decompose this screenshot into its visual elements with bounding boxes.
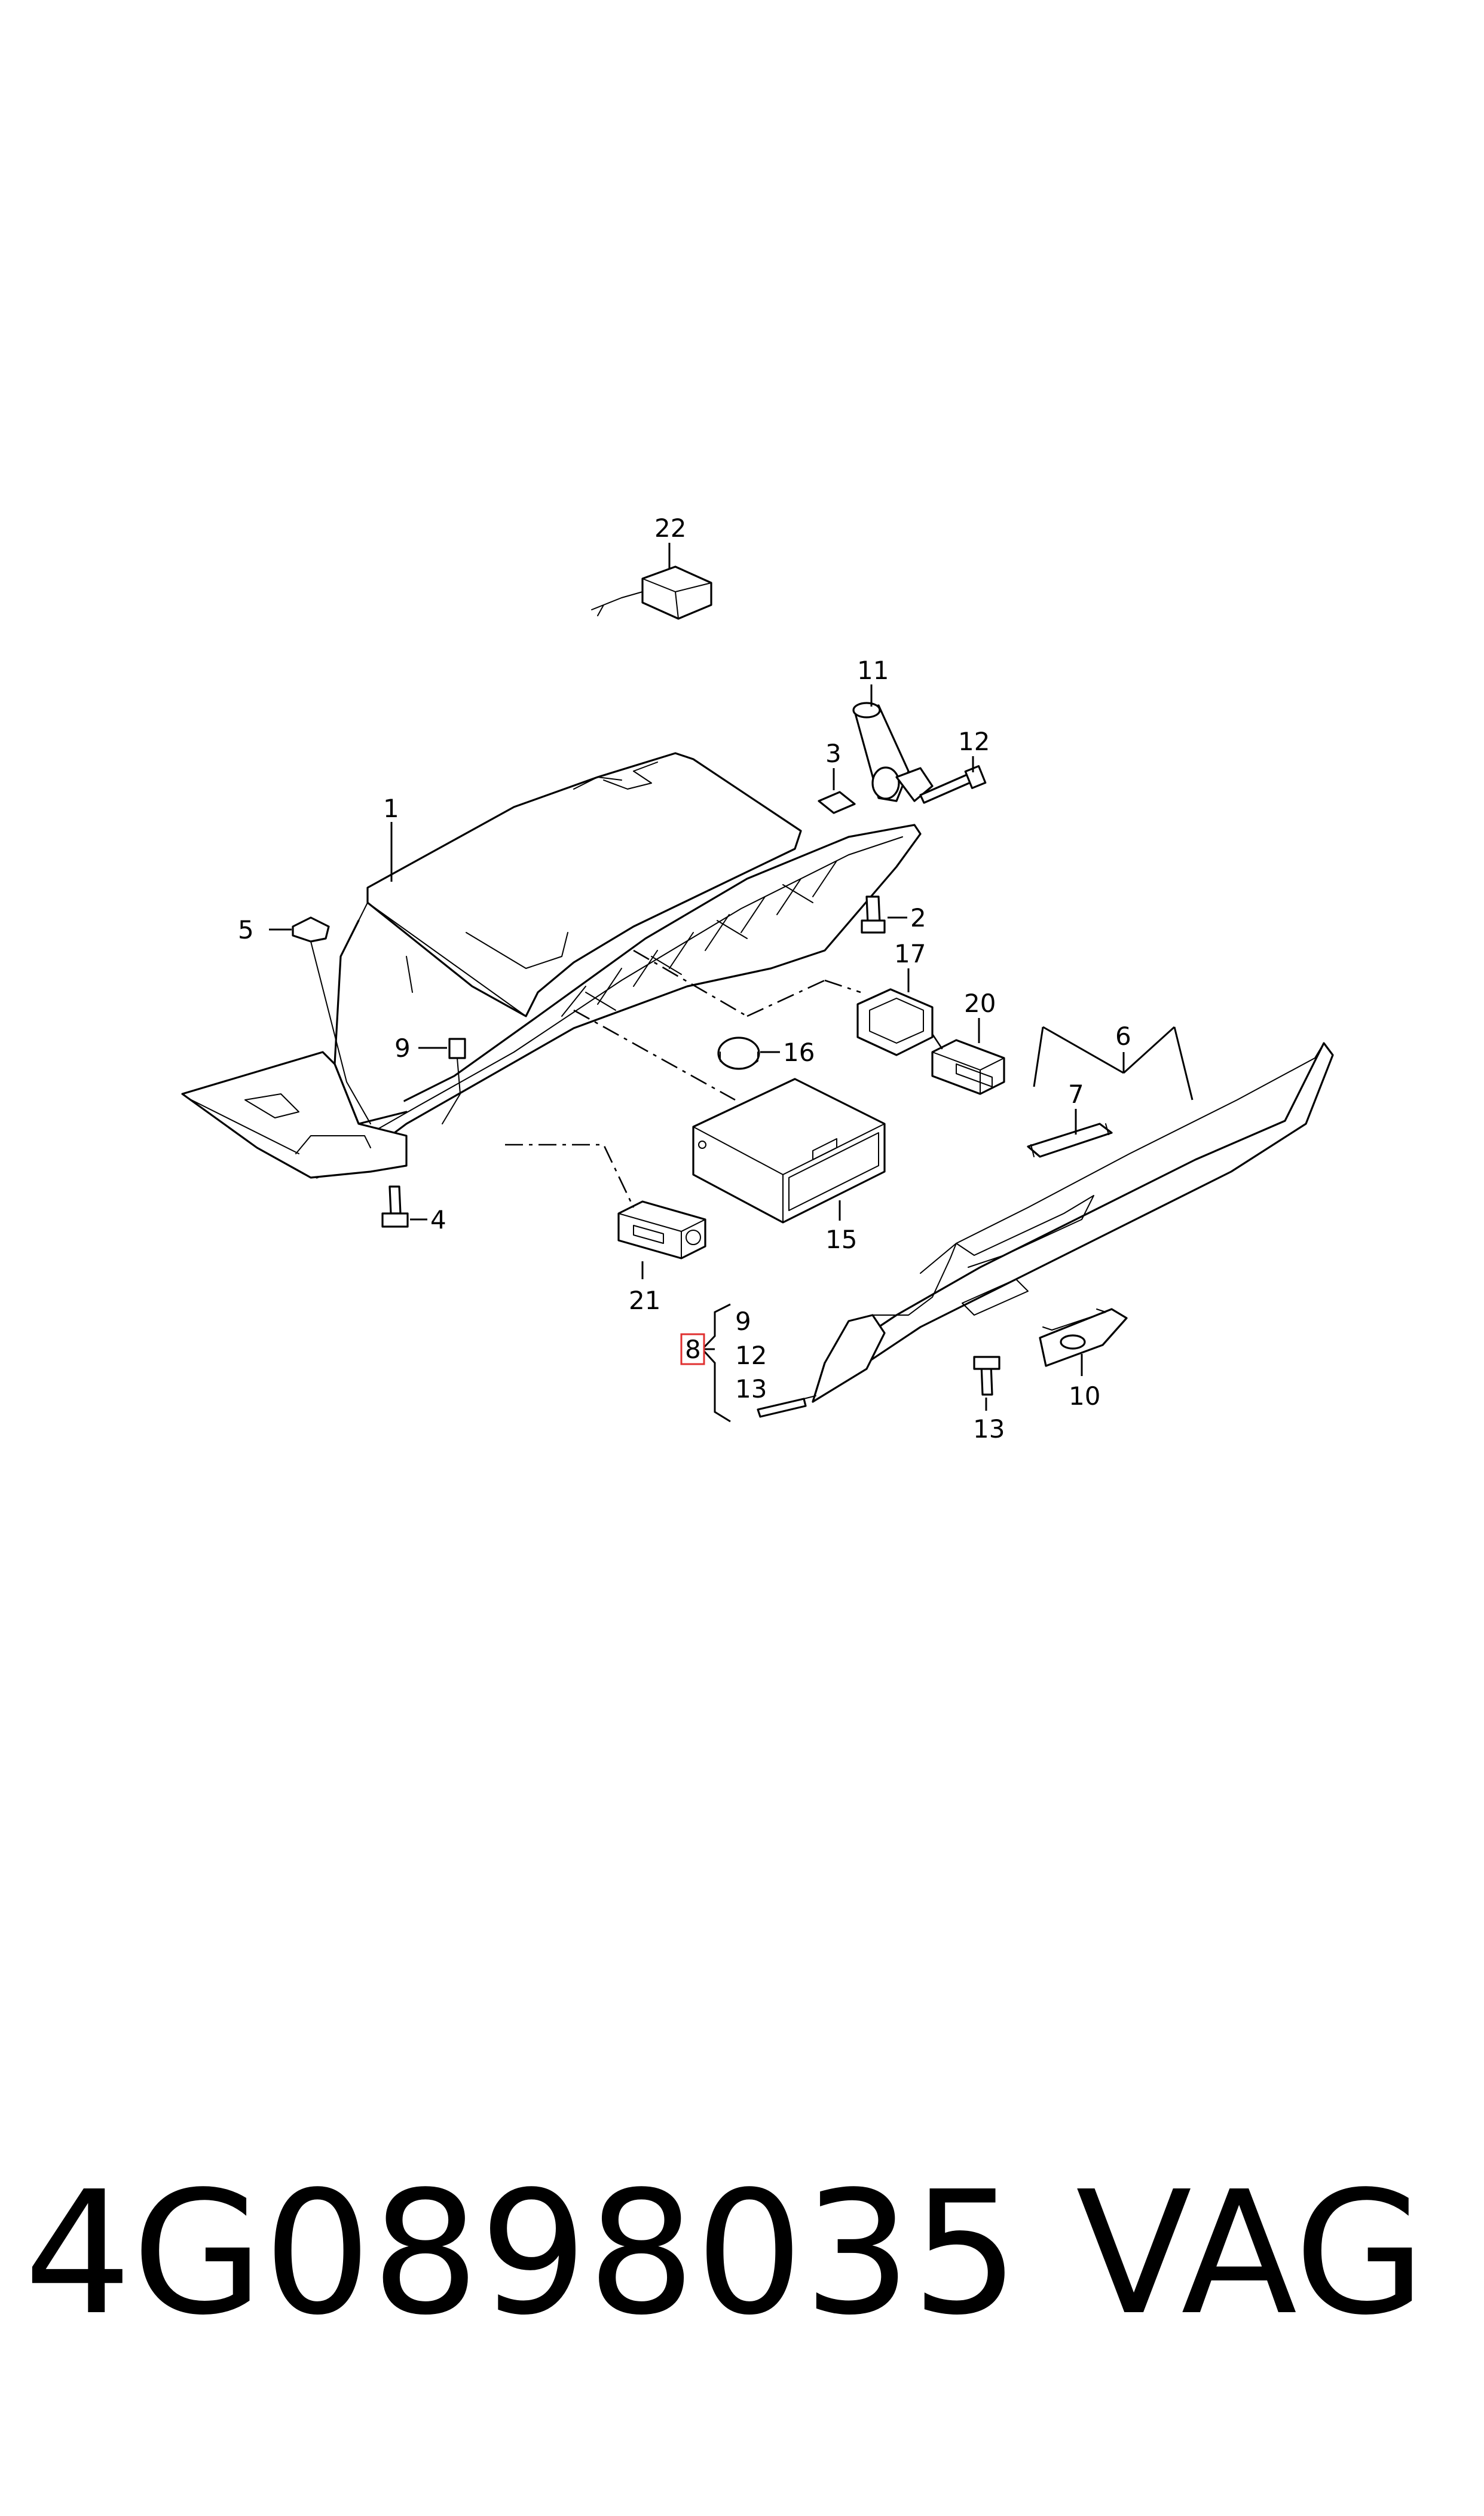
part-20-switch bbox=[931, 1018, 1005, 1095]
callout-21: 21 bbox=[629, 1286, 660, 1315]
callout-22: 22 bbox=[654, 513, 686, 543]
callout-9-kit: 9 bbox=[735, 1307, 751, 1336]
part-17-bezel bbox=[856, 968, 934, 1056]
callout-labels: 22 11 12 3 1 2 5 17 20 6 9 16 7 4 15 21 … bbox=[238, 513, 1131, 1444]
callout-9-left: 9 bbox=[394, 1034, 411, 1063]
callout-10: 10 bbox=[1069, 1381, 1100, 1411]
callout-12-top: 12 bbox=[958, 727, 990, 756]
callout-12-kit: 12 bbox=[735, 1341, 767, 1370]
part-16-plug bbox=[717, 1037, 780, 1070]
part-9-clip-left bbox=[418, 1038, 466, 1124]
part-number-text: 4G0898035 bbox=[24, 2154, 1020, 2352]
callout-2: 2 bbox=[910, 903, 926, 933]
part-6-glovebox-lid bbox=[812, 1026, 1334, 1403]
part-1-glovebox-housing bbox=[181, 752, 922, 1179]
callout-16: 16 bbox=[783, 1038, 815, 1067]
callout-8-highlighted: 8 bbox=[680, 1333, 705, 1365]
brand-text: VAG bbox=[1076, 2154, 1426, 2352]
callout-20: 20 bbox=[964, 989, 996, 1018]
assembly-lines bbox=[505, 949, 946, 1208]
callout-17: 17 bbox=[894, 939, 926, 968]
part-10-lock bbox=[1039, 1308, 1128, 1376]
part-2-screw bbox=[861, 895, 907, 934]
part-5-clip bbox=[269, 916, 371, 1124]
callout-5: 5 bbox=[238, 915, 254, 944]
part-3-clip bbox=[818, 768, 856, 814]
callout-13-right: 13 bbox=[973, 1414, 1005, 1444]
callout-11: 11 bbox=[857, 656, 889, 685]
part-22-sensor bbox=[591, 543, 712, 620]
part-12-screw bbox=[919, 756, 987, 804]
callout-1: 1 bbox=[383, 794, 399, 823]
part-21-socket bbox=[617, 1200, 706, 1279]
part-7-striker bbox=[1027, 1109, 1113, 1158]
part-11-bracket bbox=[852, 684, 934, 802]
callout-6: 6 bbox=[1115, 1022, 1131, 1051]
callout-7: 7 bbox=[1068, 1080, 1084, 1109]
part-13-screw bbox=[973, 1356, 1000, 1411]
part-15-storage-tray bbox=[692, 1078, 886, 1224]
callout-3: 3 bbox=[825, 739, 842, 768]
callout-8: 8 bbox=[685, 1335, 701, 1364]
callout-4: 4 bbox=[430, 1205, 446, 1234]
callout-15: 15 bbox=[825, 1225, 857, 1254]
part-4-screw bbox=[381, 1185, 427, 1228]
callout-13-kit: 13 bbox=[735, 1374, 767, 1404]
